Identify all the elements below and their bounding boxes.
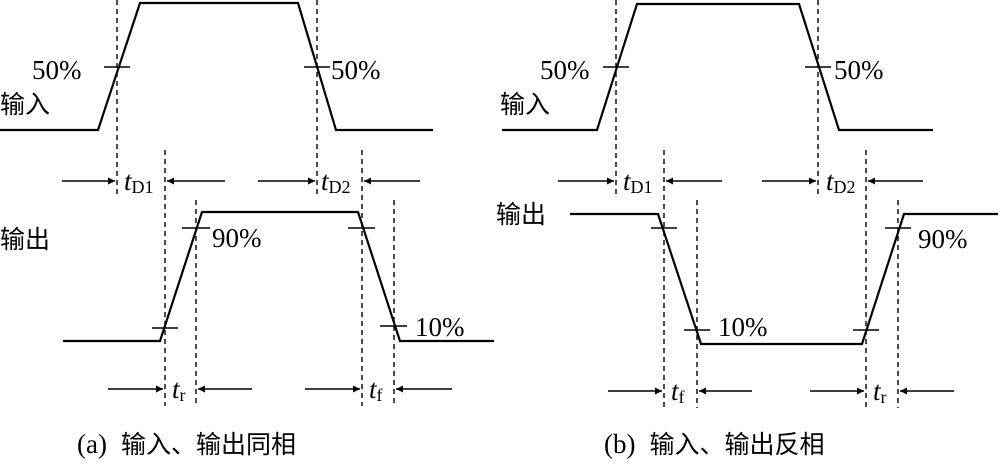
panel-a-label-50-right: 50%	[331, 55, 381, 85]
panel-b-label-10: 10%	[718, 312, 768, 342]
panel-a-td2-label: tD2	[321, 166, 351, 197]
panel-a: 50% 50% 90% 10% 输入 输出 tD1 tD2 tr tf	[0, 0, 494, 459]
panel-a-tr-label: tr	[172, 374, 186, 405]
panel-a-input-waveform	[0, 1, 433, 132]
panel-a-td1-label: tD1	[124, 166, 154, 197]
panel-a-output-label: 输出	[0, 225, 50, 254]
panel-a-label-10: 10%	[415, 312, 465, 342]
panel-b-label-50-left: 50%	[540, 55, 590, 85]
panel-b-caption: (b)输入、输出反相	[604, 429, 825, 459]
panel-b-output-waveform	[570, 212, 998, 346]
panel-b-tr-label: tr	[873, 376, 887, 407]
panel-b: 50% 50% 90% 10% 输入 输出 tD1 tD2 tf tr	[496, 0, 998, 459]
panel-a-input-label: 输入	[0, 90, 50, 119]
panel-b-output-label: 输出	[496, 200, 546, 229]
panel-b-tf-label: tf	[671, 376, 685, 407]
panel-a-label-90: 90%	[212, 223, 262, 253]
panel-a-output-waveform	[63, 210, 494, 343]
panel-a-tf-label: tf	[369, 374, 383, 405]
panel-b-input-waveform	[502, 2, 933, 132]
panel-b-td1-label: tD1	[623, 166, 653, 197]
panel-b-input-label: 输入	[500, 90, 550, 119]
panel-a-label-50-left: 50%	[32, 55, 82, 85]
panel-a-caption: (a)输入、输出同相	[77, 429, 296, 459]
panel-b-label-90: 90%	[918, 224, 968, 254]
panel-b-label-50-right: 50%	[834, 55, 884, 85]
panel-b-td2-label: tD2	[826, 166, 856, 197]
